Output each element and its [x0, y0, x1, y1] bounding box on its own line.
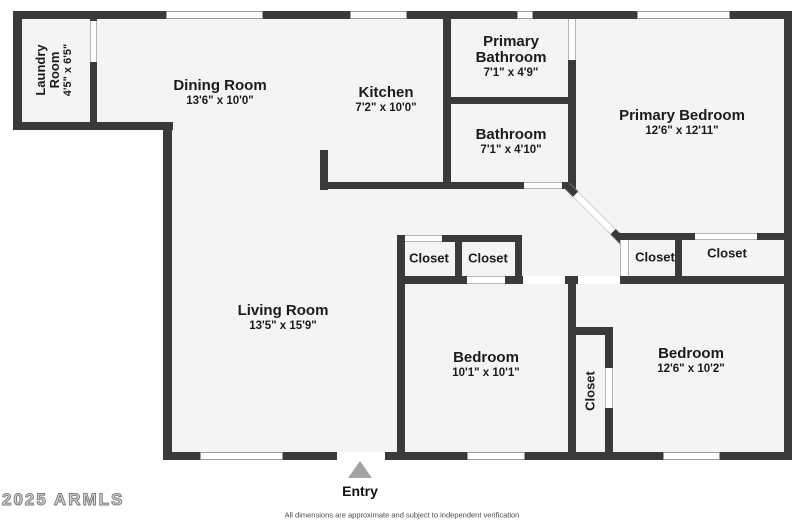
wall-exterior-left-laundry [13, 11, 22, 130]
wall-mid-closet-east-lower [605, 408, 613, 460]
opening-bedroom-right [578, 276, 620, 284]
wall-kitchen-bathroom-bottom [320, 182, 524, 189]
window-dining [166, 11, 263, 19]
primary-bathroom-name: Primary Bathroom [475, 33, 547, 66]
opening-entry [337, 452, 385, 460]
disclaimer-text: All dimensions are approximate and subje… [284, 510, 520, 520]
label-bathroom: Bathroom 7'1" x 4'10" [476, 127, 547, 157]
wall-hall-closet-top [616, 233, 682, 240]
primary-bedroom-dims: 12'6" x 12'11" [645, 125, 719, 137]
wall-hall-bottom-2 [505, 276, 523, 284]
door-mid-closet [605, 368, 613, 408]
label-bedroom-right: Bedroom 12'6" x 10'2" [657, 346, 725, 376]
wall-primary-divider-lower [568, 60, 576, 185]
door-primary-bathroom [568, 19, 576, 60]
primary-bedroom-name: Primary Bedroom [619, 107, 745, 124]
wall-primary-divider-upper [568, 11, 576, 19]
door-hall-closet-b [620, 240, 629, 276]
wall-laundry-divider-upper [90, 11, 97, 21]
wall-primary-closet-top-left [682, 233, 695, 240]
bedroom-left-dims: 10'1" x 10'1" [452, 367, 520, 379]
kitchen-dims: 7'2" x 10'0" [355, 102, 417, 114]
door-laundry [90, 21, 97, 62]
wall-closet-ab-divider [455, 235, 462, 283]
watermark: 2025 ARMLS [1, 490, 125, 510]
window-kitchen [350, 11, 407, 19]
bedroom-left-name: Bedroom [453, 349, 519, 366]
wall-mid-closet-west [568, 276, 576, 460]
label-laundry-room: Laundry Room 4'5" x 6'5" [33, 39, 74, 101]
entry-label: Entry [342, 483, 378, 499]
wall-hall-bottom-1 [397, 276, 467, 284]
wall-bedroom-left-west [397, 235, 405, 460]
wall-hall-bottom-4 [620, 276, 792, 284]
label-closet-bedroom-left: Closet [468, 250, 508, 266]
label-hall-closet-a: Closet [409, 250, 449, 266]
wall-laundry-divider-lower [90, 62, 97, 130]
label-dining-room: Dining Room 13'6" x 10'0" [173, 78, 266, 108]
window-living-room [200, 452, 283, 460]
door-hall-closet-a [405, 235, 442, 242]
window-bedroom-left [467, 452, 525, 460]
wall-hall-closets-divider [675, 233, 682, 284]
label-living-room: Living Room 13'5" x 15'9" [238, 303, 329, 333]
wall-exterior-left-living [163, 122, 172, 460]
label-primary-bathroom: Primary Bathroom 7'1" x 4'9" [465, 34, 557, 80]
wall-mid-closet-east-upper [605, 327, 613, 368]
window-bedroom-right [663, 452, 720, 460]
living-room-dims: 13'5" x 15'9" [249, 320, 317, 332]
door-primary-closet [695, 233, 757, 240]
dining-room-name: Dining Room [173, 77, 267, 94]
door-bathroom [524, 182, 562, 189]
wall-mid-closet-top [568, 327, 613, 335]
wall-primary-closet-top-right [757, 233, 792, 240]
entry-arrow-icon [348, 461, 372, 478]
door-closet-bedroom-left [467, 276, 505, 284]
window-primary-bedroom [637, 11, 730, 19]
wall-bathrooms-divider [443, 97, 576, 104]
label-mid-closet: Closet [582, 371, 598, 411]
laundry-room-dims: 4'5" x 6'5" [62, 43, 74, 97]
label-hall-closet-b: Closet [635, 249, 675, 265]
label-bedroom-left: Bedroom 10'1" x 10'1" [452, 350, 520, 380]
laundry-room-name: Laundry Room [33, 44, 62, 96]
wall-closet-b-east [515, 235, 522, 283]
wall-closet-row-top-b [442, 235, 522, 242]
living-room-name: Living Room [237, 302, 329, 319]
opening-bedroom-left [523, 276, 565, 284]
bathroom-name: Bathroom [475, 126, 547, 143]
dining-room-dims: 13'6" x 10'0" [186, 95, 254, 107]
kitchen-name: Kitchen [358, 84, 414, 101]
wall-kitchen-stub [320, 150, 328, 190]
bedroom-right-name: Bedroom [658, 345, 724, 362]
primary-bathroom-dims: 7'1" x 4'9" [483, 67, 539, 79]
label-kitchen: Kitchen 7'2" x 10'0" [355, 85, 416, 115]
window-primary-bathroom [517, 11, 533, 19]
bathroom-dims: 7'1" x 4'10" [480, 144, 542, 156]
label-primary-bedroom: Primary Bedroom 12'6" x 12'11" [619, 108, 745, 138]
label-primary-closet: Closet [707, 245, 747, 261]
bedroom-right-dims: 12'6" x 10'2" [657, 363, 725, 375]
